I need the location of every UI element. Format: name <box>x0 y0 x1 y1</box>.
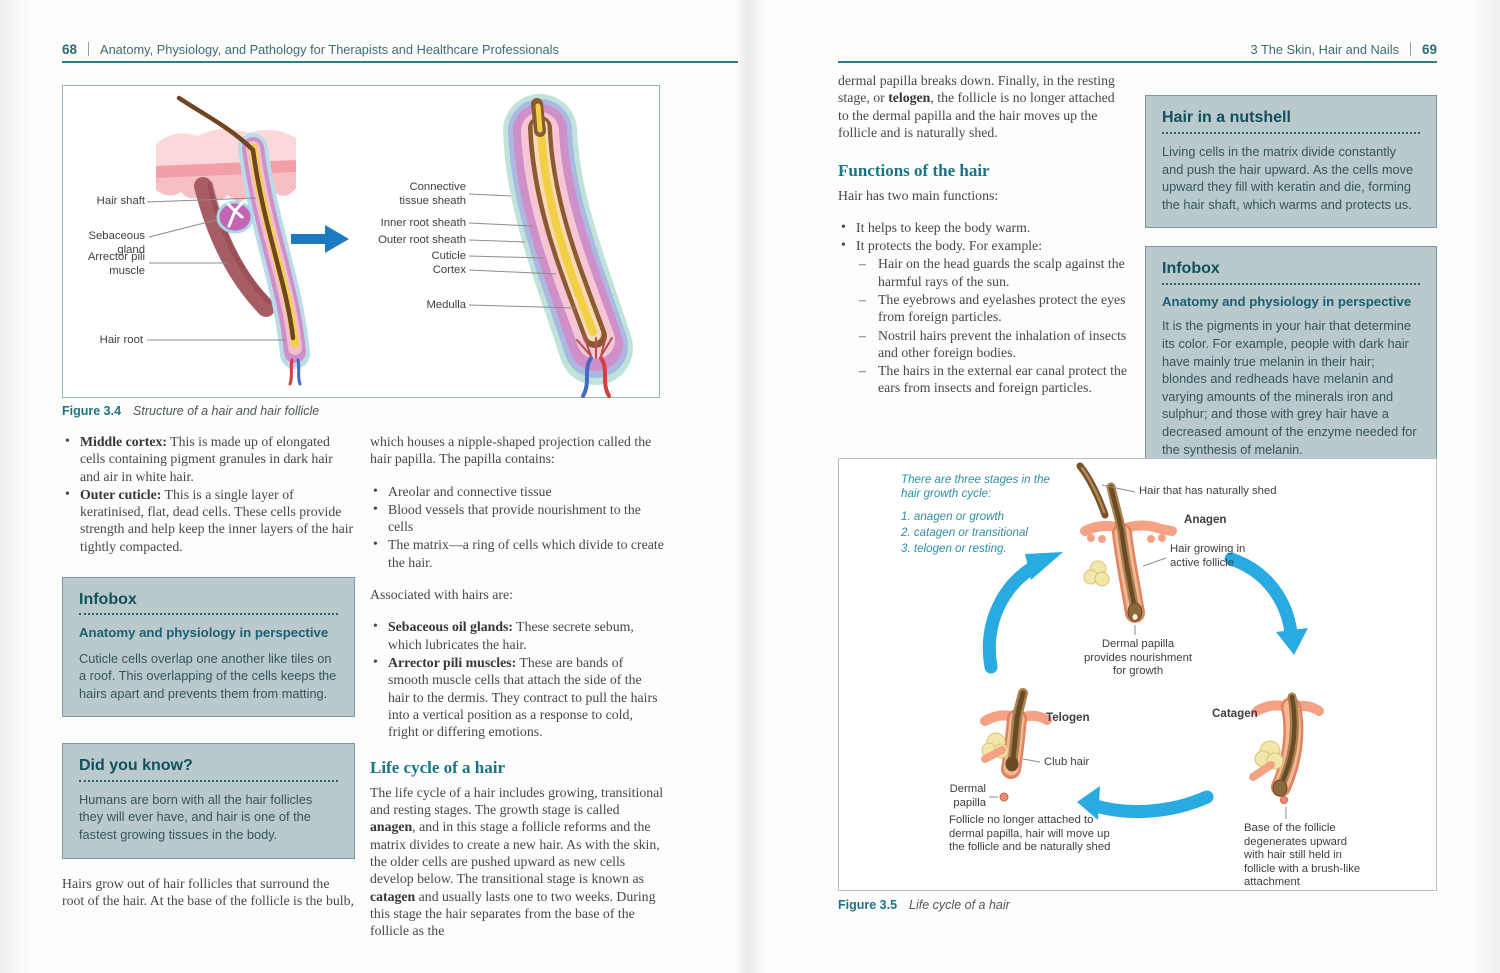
page-gutter <box>735 0 763 973</box>
list-item: Sebaceous oil glands: These secrete sebu… <box>370 617 664 653</box>
list-item: The matrix—a ring of cells which divide … <box>370 535 664 571</box>
left-column-1: Middle cortex: This is made up of elonga… <box>62 432 355 909</box>
label-hair-shaft: Hair shaft <box>96 195 145 207</box>
infobox-body: Cuticle cells overlap one another like t… <box>79 650 337 701</box>
label-catagen: Catagen <box>1212 707 1258 720</box>
left-running-title: Anatomy, Physiology, and Pathology for T… <box>100 41 559 57</box>
label-hair-growing: Hair growing in active follicle <box>1170 543 1246 569</box>
label-shed-hair: Hair that has naturally shed <box>1139 485 1277 497</box>
figure-3-5-caption-text: Life cycle of a hair <box>909 898 1010 912</box>
did-you-know-box: Did you know? Humans are born with all t… <box>62 743 355 859</box>
nutshell-body: Living cells in the matrix divide consta… <box>1162 144 1414 212</box>
life-cycle-paragraph: The life cycle of a hair includes growin… <box>370 784 664 939</box>
figure-3-5-box: There are three stages in the hair growt… <box>838 458 1437 891</box>
label-hair-root: Hair root <box>99 334 143 346</box>
functions-heading: Functions of the hair <box>838 161 990 181</box>
label-connective-tissue-sheath: Connective tissue sheath <box>399 181 466 207</box>
header-divider <box>88 42 90 56</box>
telogen-paragraph: dermal papilla breaks down. Finally, in … <box>838 73 1115 140</box>
right-page-edge <box>1470 0 1500 973</box>
right-header-rule <box>838 61 1437 63</box>
right-running-head: 3 The Skin, Hair and Nails 69 <box>838 40 1437 58</box>
cycle-arrow-anagen-to-catagen <box>1224 552 1298 640</box>
list-item: Outer cuticle: This is a single layer of… <box>62 485 355 555</box>
right-column-2: Hair in a nutshell Living cells in the m… <box>1145 95 1437 474</box>
magnify-arrow-icon <box>291 225 349 253</box>
stages-intro-text: There are three stages in the hair growt… <box>901 473 1050 555</box>
list-item: Areolar and connective tissue <box>370 482 664 500</box>
label-anagen: Anagen <box>1184 513 1227 526</box>
infobox-title: Infobox <box>1162 260 1420 286</box>
figure-3-4-caption: Figure 3.4 Structure of a hair and hair … <box>62 404 319 418</box>
label-telogen: Telogen <box>1046 711 1090 724</box>
cortex-cuticle-list: Middle cortex: This is made up of elonga… <box>62 432 355 555</box>
hair-follicle-paragraph: Hairs grow out of hair follicles that su… <box>62 875 354 908</box>
left-page-edge <box>0 0 30 973</box>
label-medulla: Medulla <box>426 299 466 311</box>
figure-3-4-caption-text: Structure of a hair and hair follicle <box>133 404 320 418</box>
figure-3-4-label: Figure 3.4 <box>62 404 122 418</box>
list-item: Arrector pili muscles: These are bands o… <box>370 653 664 740</box>
hair-follicle-structure-illustration <box>146 94 633 398</box>
papilla-contents-list: Areolar and connective tissue Blood vess… <box>370 482 664 571</box>
left-header-rule <box>62 61 738 63</box>
label-dermal-papilla: Dermal papilla <box>949 783 986 809</box>
did-you-know-body: Humans are born with all the hair follic… <box>79 791 313 842</box>
label-arrector-pili-muscle: Arrector pili muscle <box>87 251 145 277</box>
list-item: It helps to keep the body warm. <box>838 218 1128 236</box>
hair-life-cycle-illustration <box>980 462 1324 820</box>
infobox-pigments: Infobox Anatomy and physiology in perspe… <box>1145 246 1437 474</box>
list-item: The hairs in the external ear canal prot… <box>856 362 1128 397</box>
infobox-subtitle: Anatomy and physiology in perspective <box>1162 294 1412 310</box>
left-column-2: which houses a nipple-shaped projection … <box>370 433 664 939</box>
functions-lead-line: Hair has two main functions: <box>838 188 999 204</box>
chapter-title: 3 The Skin, Hair and Nails <box>1250 41 1399 57</box>
list-item: Hair on the head guards the scalp agains… <box>856 255 1128 290</box>
papilla-intro-paragraph: which houses a nipple-shaped projection … <box>370 434 652 467</box>
left-running-head: 68 Anatomy, Physiology, and Pathology fo… <box>62 40 738 58</box>
label-inner-root-sheath: Inner root sheath <box>380 217 466 229</box>
list-item: It protects the body. For example: Hair … <box>838 236 1128 397</box>
figure-3-4-box: Hair shaft Sebaceous gland Arrector pili… <box>62 85 660 398</box>
associated-structures-list: Sebaceous oil glands: These secrete sebu… <box>370 617 664 740</box>
catagen-note: Base of the follicle degenerates upward … <box>1244 822 1361 888</box>
infobox-cuticle: Infobox Anatomy and physiology in perspe… <box>62 577 355 718</box>
nutshell-title: Hair in a nutshell <box>1162 109 1420 134</box>
right-column-1: dermal papilla breaks down. Finally, in … <box>838 72 1128 398</box>
cycle-arrow-catagen-to-telogen <box>1086 790 1214 818</box>
list-item: Blood vessels that provide nourishment t… <box>370 500 664 536</box>
infobox-body: It is the pigments in your hair that det… <box>1162 318 1417 457</box>
label-cuticle: Cuticle <box>431 250 466 262</box>
right-page-number: 69 <box>1421 41 1437 57</box>
functions-list: It helps to keep the body warm. It prote… <box>838 218 1128 397</box>
associated-line: Associated with hairs are: <box>370 587 513 603</box>
figure-3-5-label: Figure 3.5 <box>838 898 898 912</box>
cycle-arrow-telogen-to-anagen <box>982 558 1044 674</box>
label-sebaceous-gland: Sebaceous gland <box>88 230 145 256</box>
label-club-hair: Club hair <box>1044 756 1090 768</box>
infobox-subtitle: Anatomy and physiology in perspective <box>79 625 329 641</box>
list-item: The eyebrows and eyelashes protect the e… <box>856 291 1128 326</box>
label-papilla-growth: Dermal papilla provides nourishment for … <box>1083 638 1192 677</box>
figure-3-5-caption: Figure 3.5 Life cycle of a hair <box>838 898 1010 912</box>
header-divider <box>1409 42 1411 56</box>
protection-examples-list: Hair on the head guards the scalp agains… <box>856 255 1128 396</box>
infobox-title: Infobox <box>79 591 338 616</box>
dermal-papilla-dot <box>999 792 1009 802</box>
did-you-know-title: Did you know? <box>79 757 338 782</box>
life-cycle-heading: Life cycle of a hair <box>370 758 506 778</box>
hair-in-a-nutshell-box: Hair in a nutshell Living cells in the m… <box>1145 95 1437 229</box>
list-item: Nostril hairs prevent the inhalation of … <box>856 327 1128 362</box>
left-page-number: 68 <box>62 41 78 57</box>
list-item: Middle cortex: This is made up of elonga… <box>62 432 355 485</box>
telogen-note: Follicle no longer attached to dermal pa… <box>949 814 1111 853</box>
label-outer-root-sheath: Outer root sheath <box>378 234 466 246</box>
label-cortex: Cortex <box>432 264 466 276</box>
